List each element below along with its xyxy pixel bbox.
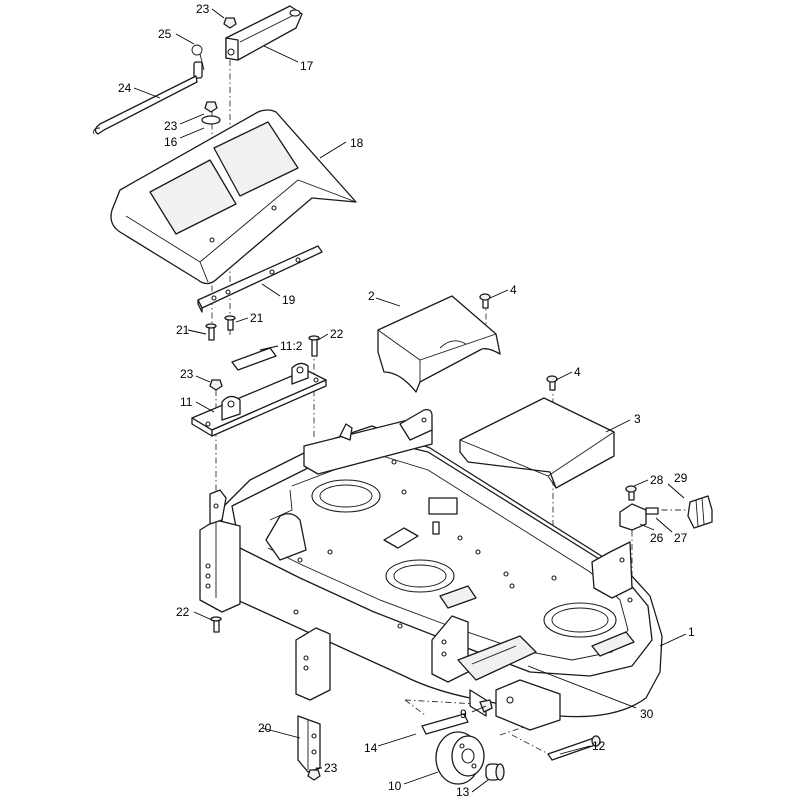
- part-20-bracket: [297, 715, 321, 781]
- callout-23: 23: [180, 367, 194, 381]
- callout-22: 22: [176, 605, 190, 619]
- callout-10: 10: [388, 779, 402, 793]
- part-22-bolt: [210, 616, 222, 633]
- part-18-cover: [110, 109, 357, 285]
- callout-27: 27: [674, 531, 688, 545]
- callout-17: 17: [300, 59, 314, 73]
- callouts: 23 25 17 24 23 16 18 19 21 21 22 11:2 23…: [118, 2, 695, 799]
- callout-23: 23: [324, 761, 338, 775]
- callout-16: 16: [164, 135, 178, 149]
- callout-30: 30: [640, 707, 654, 721]
- caster-wheel: [421, 713, 601, 785]
- callout-9: 9: [460, 707, 467, 721]
- hardware-fitting: [619, 485, 713, 531]
- callout-28: 28: [650, 473, 664, 487]
- callout-19: 19: [282, 293, 296, 307]
- callout-21: 21: [250, 311, 264, 325]
- callout-2: 2: [368, 289, 375, 303]
- callout-13: 13: [456, 785, 470, 799]
- callout-11: 11: [180, 395, 193, 409]
- callout-23: 23: [196, 2, 210, 16]
- part-2-baffle: [377, 295, 501, 393]
- callout-29: 29: [674, 471, 688, 485]
- callout-3: 3: [634, 412, 641, 426]
- callout-4: 4: [574, 365, 581, 379]
- leader-lines: [133, 8, 687, 793]
- part-4-bolts: [479, 293, 558, 391]
- part-25-spring: [191, 44, 205, 79]
- part-19-strip: [197, 245, 323, 313]
- part-3-cover: [459, 397, 615, 489]
- callout-23: 23: [164, 119, 178, 133]
- callout-22: 22: [330, 327, 344, 341]
- callout-25: 25: [158, 27, 172, 41]
- part-24-rod: [93, 75, 198, 135]
- callout-26: 26: [650, 531, 664, 545]
- callout-24: 24: [118, 81, 132, 95]
- callout-12: 12: [592, 739, 606, 753]
- callout-4: 4: [510, 283, 517, 297]
- part-21-screws: [205, 315, 236, 341]
- part-11-2-plate: [231, 335, 320, 371]
- hardware-top: [201, 17, 237, 125]
- callout-20: 20: [258, 721, 272, 735]
- callout-1: 1: [688, 625, 695, 639]
- callout-11-2: 11:2: [280, 339, 303, 353]
- callout-18: 18: [350, 136, 364, 150]
- part-11-bracket: [191, 362, 327, 437]
- callout-14: 14: [364, 741, 378, 755]
- part-1-deck: [199, 408, 663, 731]
- part-17-bracket: [225, 5, 303, 61]
- callout-21: 21: [176, 323, 190, 337]
